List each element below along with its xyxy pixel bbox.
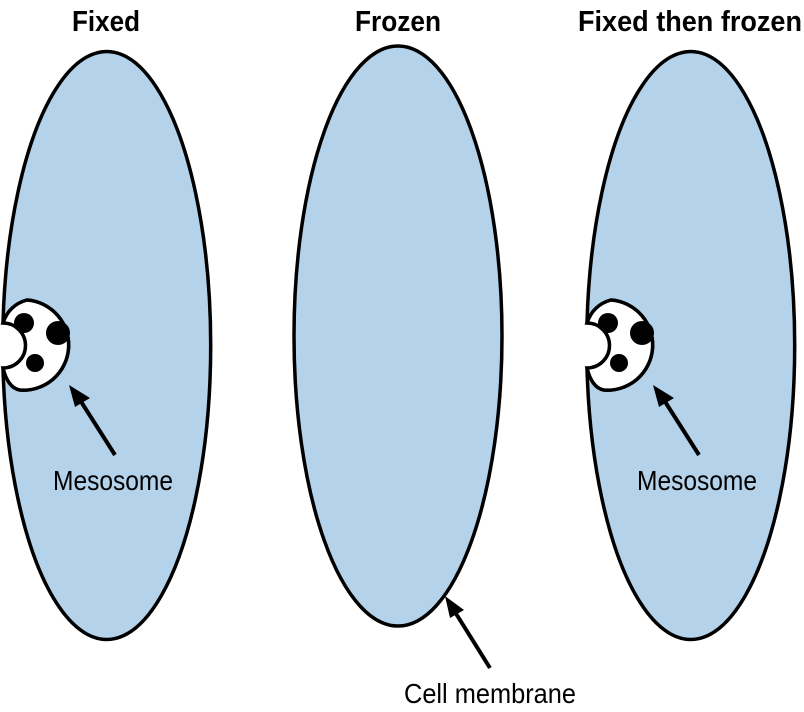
label-cell-membrane: Cell membrane: [404, 678, 576, 709]
mesosome-fixed: [0, 298, 71, 392]
label-mesosome-fixed: Mesosome: [53, 465, 173, 496]
vesicle: [610, 354, 628, 372]
mesosome-fixed-then-frozen: [584, 298, 655, 392]
vesicle: [26, 354, 44, 372]
panel-title-fixed-then-frozen: Fixed then frozen: [578, 6, 802, 38]
arrow-to-mesosome-fixed-then-frozen: [653, 385, 701, 457]
cell-body-frozen: [292, 44, 504, 628]
panel-fixed-then-frozen: Fixed then frozen Mesosome: [578, 6, 802, 642]
panel-fixed: Fixed Mesosome: [0, 6, 213, 642]
vesicle: [598, 313, 618, 333]
vesicle: [630, 321, 654, 345]
vesicle: [14, 313, 34, 333]
panel-frozen: Frozen Cell membrane: [292, 6, 576, 709]
arrow-to-cell-membrane: [445, 596, 492, 670]
panel-title-fixed: Fixed: [72, 6, 140, 38]
vesicle: [46, 321, 70, 345]
label-mesosome-fixed-then-frozen: Mesosome: [637, 465, 757, 496]
arrow-to-mesosome-fixed: [69, 385, 117, 457]
panel-title-frozen: Frozen: [355, 6, 441, 38]
